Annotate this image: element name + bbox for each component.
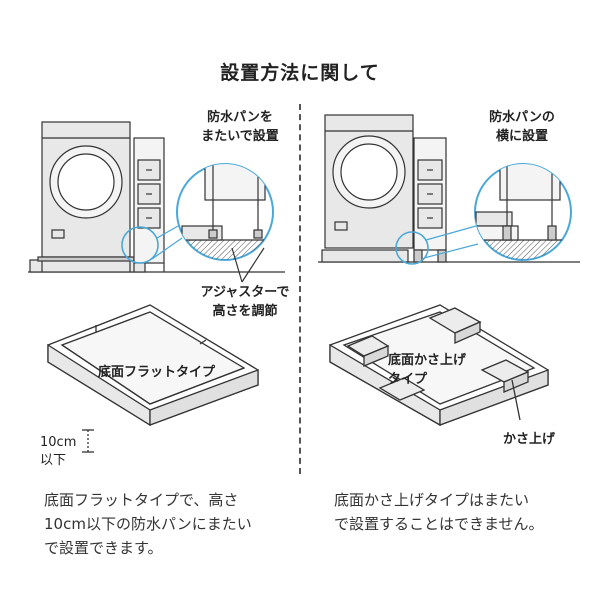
left-caption-line2: 10cm以下の防水パンにまたい bbox=[44, 515, 252, 533]
flat-tray-label: 底面フラットタイプ bbox=[98, 365, 216, 380]
right-callout-line1: 防水パンの bbox=[489, 110, 555, 125]
page-title: 設置方法に関して bbox=[220, 62, 380, 84]
right-caption-line2: で設置することはできません。 bbox=[334, 515, 544, 533]
adjuster-line1: アジャスターで bbox=[200, 285, 290, 300]
right-caption: 底面かさ上げタイプはまたい で設置することはできません。 bbox=[334, 488, 584, 536]
raised-tray-label: 底面かさ上げ タイプ bbox=[388, 351, 466, 389]
left-caption: 底面フラットタイプで、高さ 10cm以下の防水パンにまたい で設置できます。 bbox=[44, 488, 294, 560]
adjuster-line2: 高さを調節 bbox=[212, 304, 278, 319]
height-label: 10cm 以下 bbox=[40, 434, 76, 470]
left-callout-line1: 防水パンを bbox=[207, 110, 273, 125]
right-callout-line2: 横に設置 bbox=[495, 129, 548, 144]
raised-tray-label-line1: 底面かさ上げ bbox=[388, 353, 467, 368]
right-washer-scene bbox=[318, 114, 580, 265]
flat-tray-illustration bbox=[47, 304, 259, 453]
left-washer-scene bbox=[28, 121, 285, 283]
raised-tray-label-line2: タイプ bbox=[388, 372, 428, 387]
left-caption-line1: 底面フラットタイプで、高さ bbox=[44, 491, 239, 509]
height-label-value: 10cm bbox=[40, 435, 77, 450]
right-callout: 防水パンの 横に設置 bbox=[472, 108, 572, 146]
section-divider bbox=[299, 104, 301, 474]
raised-tray-illustration bbox=[329, 304, 549, 427]
adjuster-callout: アジャスターで 高さを調節 bbox=[190, 283, 300, 321]
left-callout: 防水パンを またいで設置 bbox=[185, 108, 295, 146]
left-caption-line3: で設置できます。 bbox=[44, 539, 163, 557]
raise-label: かさ上げ bbox=[503, 432, 556, 447]
height-label-suffix: 以下 bbox=[40, 453, 67, 468]
right-caption-line1: 底面かさ上げタイプはまたい bbox=[334, 491, 530, 509]
left-callout-line2: またいで設置 bbox=[201, 129, 279, 144]
